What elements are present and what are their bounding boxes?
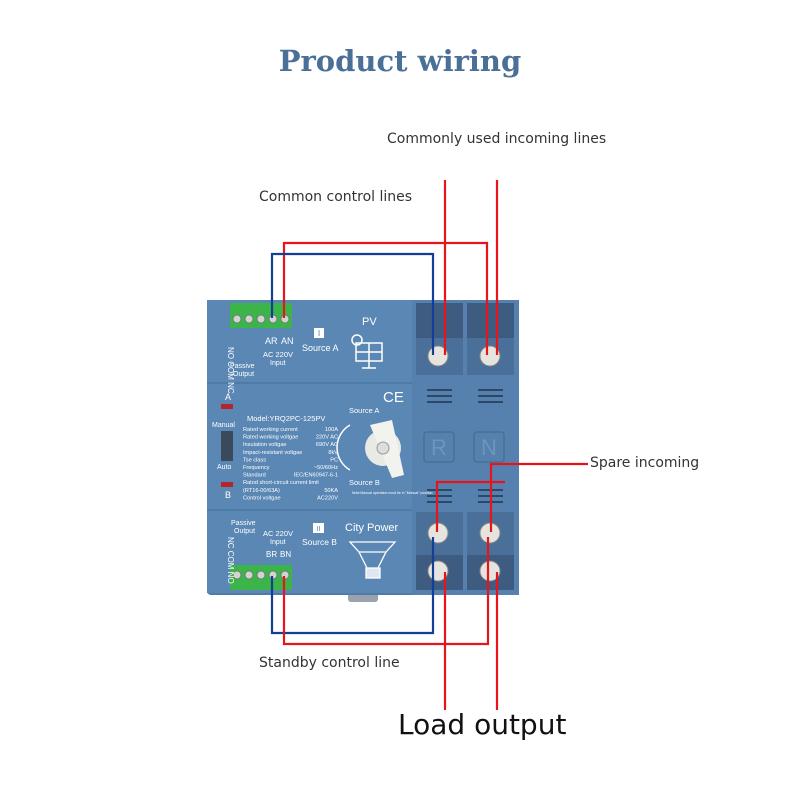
- spec-value: 100A: [325, 427, 338, 433]
- city-power-label: City Power: [345, 522, 399, 534]
- wire-standby-control-br: [270, 537, 435, 635]
- auto-label: Auto: [217, 464, 232, 471]
- indicator-a-light: [221, 404, 233, 409]
- wire-common-control-ar: [270, 252, 435, 355]
- ce-mark: CE: [383, 389, 404, 406]
- manual-note: Note:Manual operation must be in "Manual…: [352, 491, 433, 495]
- indicator-b-light: [221, 482, 233, 487]
- wire-standby-control-bn: [282, 537, 490, 646]
- ac-220v-label: AC 220V: [263, 350, 293, 359]
- spec-value: IEC/EN60947-6-1: [294, 473, 338, 479]
- input-label: Input: [270, 360, 286, 367]
- svg-text:AC 220V: AC 220V: [263, 529, 293, 538]
- manual-label: Manual: [212, 422, 235, 429]
- output-label: Output: [233, 371, 254, 378]
- pole-n-label: N: [481, 435, 497, 460]
- indicator-a-label: A: [225, 392, 231, 402]
- an-label: AN: [281, 336, 294, 346]
- terminal-labels-bottom: NC COM NO: [226, 537, 235, 584]
- spec-name: Rated working current: [243, 427, 298, 433]
- spec-name: Tse class: [243, 457, 266, 463]
- spec-value: 50KA: [324, 488, 338, 494]
- spec-name: (RT16-00/63A): [243, 488, 280, 494]
- solar-panel-icon: [351, 334, 383, 369]
- spec-name: Insulation voltgae: [243, 442, 287, 448]
- switch-device: R N NO COM NC Passive Output AR AN AC 22…: [207, 300, 519, 602]
- spec-name: Frequency: [243, 465, 270, 471]
- pole-r-label: R: [431, 435, 447, 460]
- svg-text:Output: Output: [234, 528, 255, 535]
- spec-value: 220V AC: [316, 435, 338, 441]
- source-a-label: Source A: [302, 343, 339, 353]
- spec-value: 690V AC: [316, 442, 338, 448]
- roman-ii: II: [316, 525, 320, 533]
- model-label: Model:YRQ2PC-125PV: [247, 414, 325, 423]
- manual-auto-switch[interactable]: [221, 431, 233, 461]
- label-spare-incoming: Spare incoming: [590, 455, 700, 471]
- spec-name: Standard: [243, 473, 266, 479]
- handle-source-a: Source A: [349, 406, 379, 415]
- indicator-b-label: B: [225, 490, 231, 500]
- passive-label: Passive: [230, 363, 255, 370]
- wire-spare-n: [489, 462, 588, 532]
- wire-common-control-an: [282, 241, 489, 355]
- spec-value: 8kV: [328, 450, 338, 456]
- ar-label: AR: [265, 336, 278, 346]
- svg-text:Input: Input: [270, 539, 286, 546]
- rotary-handle[interactable]: [365, 420, 404, 478]
- page-title: Product wiring: [278, 44, 522, 78]
- wire-spare-r: [435, 480, 505, 532]
- pv-label: PV: [362, 316, 377, 328]
- power-tower-icon: [348, 541, 397, 579]
- spec-name: Control voltgae: [243, 495, 281, 501]
- svg-text:Passive: Passive: [231, 520, 256, 527]
- spec-name: Rated working voltgae: [243, 435, 298, 441]
- label-common-control: Common control lines: [259, 189, 413, 205]
- bn-label: BN: [280, 550, 291, 559]
- label-load-output: Load output: [398, 708, 567, 741]
- label-commonly-used-incoming: Commonly used incoming lines: [387, 131, 607, 147]
- rotate-arrow-icon: [336, 424, 351, 471]
- roman-i: I: [318, 329, 320, 338]
- source-b-label: Source B: [302, 537, 337, 547]
- spec-table: Rated working current 100A Rated working v…: [243, 427, 338, 501]
- handle-source-b: Source B: [349, 478, 380, 487]
- spec-name: Ratod short-circuit current limit: [243, 480, 319, 486]
- terminal-labels-top: NO COM NC: [226, 347, 235, 394]
- spec-value: PC: [330, 457, 338, 463]
- wires: [270, 180, 588, 710]
- br-label: BR: [266, 550, 277, 559]
- spec-name: Impact-resistant voltgae: [243, 450, 302, 456]
- spec-value: ~50/60Hz: [314, 465, 338, 471]
- spec-value: AC220V: [317, 495, 338, 501]
- label-standby-control: Standby control line: [259, 655, 400, 671]
